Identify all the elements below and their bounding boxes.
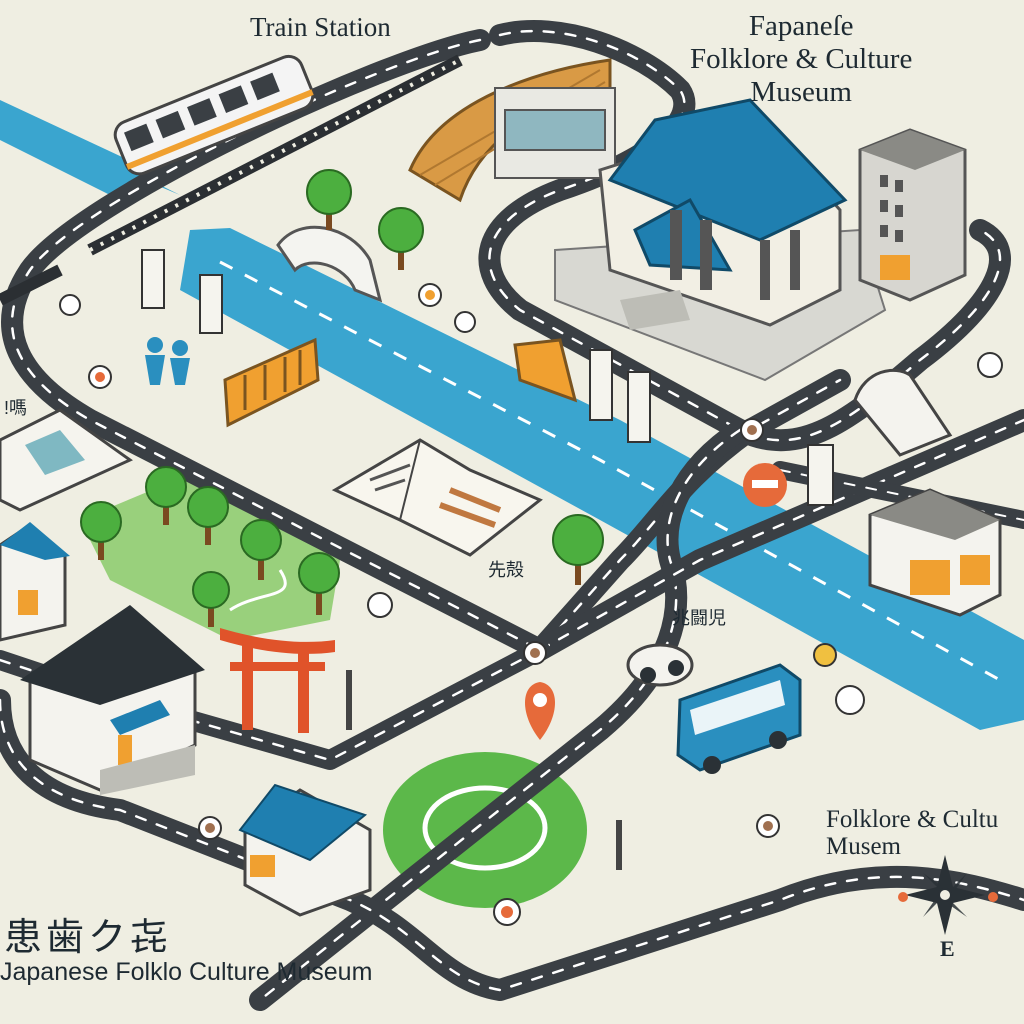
bus-icon: [676, 663, 802, 774]
museum-label-line3: Museum: [750, 76, 852, 108]
fence-panel: [223, 337, 320, 428]
museum-label-top: Fapaneſe Folklore & Culture Museum: [690, 10, 912, 109]
signpost-icon: [141, 249, 834, 870]
small-markers: [59, 283, 1003, 926]
cjk-small-label-a: 先殻: [488, 560, 524, 580]
location-pin-icon: [525, 682, 555, 740]
open-book-icon: [331, 438, 543, 557]
tree-icon: [192, 571, 230, 627]
car-icon: [626, 643, 694, 687]
stairs: [853, 368, 953, 457]
river-dash: [219, 260, 1001, 682]
house-bottom: [238, 783, 372, 917]
house-left-top: [0, 522, 70, 642]
museum-label-right: Folklore & Cultu Musem: [826, 806, 998, 860]
compass-icon: [898, 855, 998, 935]
tree-icon: [298, 552, 340, 615]
cjk-title-label: 患歯ク㐂: [4, 917, 173, 959]
cjk-small-label-b: 兆闘児: [672, 608, 726, 628]
tree-icon: [552, 514, 604, 585]
temple-hall: [20, 605, 205, 795]
person-icon: [145, 337, 190, 385]
bridge-icon: [276, 225, 383, 303]
torii-gate-icon: [220, 628, 335, 733]
park-area-left: [80, 470, 340, 640]
museum-right-line2: Musem: [826, 833, 901, 860]
compass-east-label: E: [940, 936, 955, 961]
tree-icon: [145, 466, 187, 525]
fence-panel-2: [513, 338, 578, 403]
shop-building: [868, 488, 1002, 617]
railway-track: [0, 54, 463, 306]
river-upper-band: [0, 100, 150, 205]
train-station-label: Train Station: [250, 12, 391, 42]
tree-icon: [240, 519, 282, 580]
tree-icon: [306, 169, 352, 230]
museum-icon: [554, 98, 887, 382]
tree-group: [80, 169, 604, 627]
tree-icon: [80, 501, 122, 560]
park-path: [229, 569, 287, 612]
museum-right-line1: Folklore & Cultu: [826, 806, 999, 833]
museum-label-line1: Fapaneſe: [748, 10, 854, 42]
park-circle-ring: [422, 785, 548, 871]
marker-orange: [743, 463, 787, 507]
river-main: [180, 228, 1024, 730]
train-station-building: [408, 58, 616, 203]
bottom-title-label: Japanese Folklo Culture Museum: [0, 958, 373, 986]
office-building: [858, 128, 967, 302]
tree-icon: [187, 486, 229, 545]
cjk-small-label-c: !嗎: [4, 398, 28, 418]
tree-icon: [378, 207, 424, 270]
train-icon: [113, 54, 315, 176]
museum-label-line2: Folklore & Culture: [690, 43, 913, 75]
info-board: [0, 408, 133, 512]
